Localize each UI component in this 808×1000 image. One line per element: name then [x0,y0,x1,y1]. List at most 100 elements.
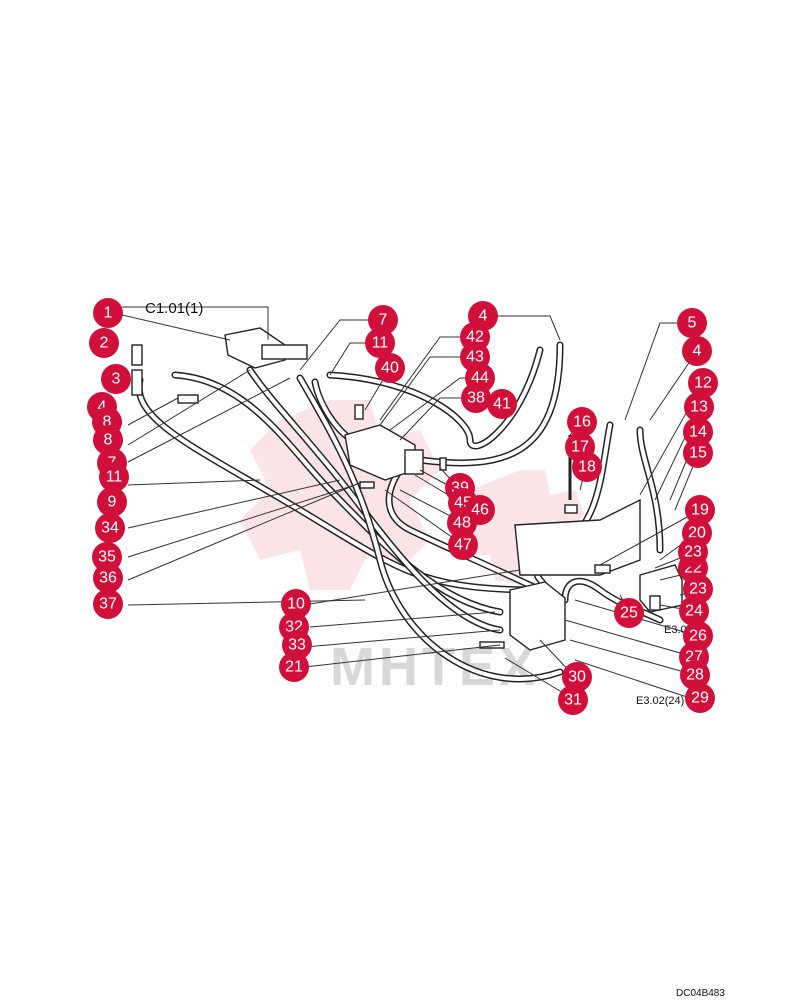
callout-5[interactable]: 5 [677,308,707,338]
callout-12[interactable]: 12 [688,368,718,398]
callout-11[interactable]: 11 [99,462,129,492]
callout-9[interactable]: 9 [97,487,127,517]
ref-e3-a: E3.0 [664,624,687,636]
callout-30[interactable]: 30 [562,662,592,692]
svg-text:44: 44 [471,370,489,387]
svg-text:11: 11 [372,335,389,352]
svg-text:3: 3 [112,371,121,388]
callout-7-top[interactable]: 7 [368,305,398,335]
center-bolt-top [354,404,364,420]
svg-text:19: 19 [691,502,709,519]
callouts: 1 2 3 4 8 8 7 11 9 34 35 36 37 7 11 40 4… [87,298,718,715]
callout-23[interactable]: 23 [678,537,708,567]
svg-text:40: 40 [381,360,399,377]
svg-text:12: 12 [694,375,712,392]
callout-16[interactable]: 16 [567,407,597,437]
svg-text:23: 23 [689,581,707,598]
center-bolt-lower [359,481,375,489]
svg-text:30: 30 [568,669,586,686]
svg-text:17: 17 [571,439,589,456]
callout-24[interactable]: 24 [679,596,709,626]
svg-text:7: 7 [379,312,388,329]
top-valve-manifold [261,344,308,360]
svg-text:15: 15 [689,445,707,462]
svg-text:34: 34 [101,520,119,537]
callout-36[interactable]: 36 [93,563,123,593]
callout-4-right[interactable]: 4 [682,336,712,366]
callout-48[interactable]: 48 [447,508,477,538]
callout-11-top[interactable]: 11 [365,328,395,358]
callout-28[interactable]: 28 [680,660,710,690]
svg-text:36: 36 [99,570,117,587]
callout-41[interactable]: 41 [487,389,517,419]
callout-40[interactable]: 40 [375,353,405,383]
left-fitting-lower [131,369,143,396]
callout-2[interactable]: 2 [89,328,119,358]
svg-text:47: 47 [454,537,472,554]
right-bolt [594,564,611,574]
callout-33[interactable]: 33 [282,630,312,660]
ref-e3-b: E3.02(24) [636,695,684,707]
ref-c101: C1.01(1) [145,300,203,317]
callout-10[interactable]: 10 [281,589,311,619]
svg-text:31: 31 [564,692,582,709]
svg-text:33: 33 [288,637,306,654]
svg-text:13: 13 [690,399,708,416]
svg-text:25: 25 [620,605,638,622]
callout-21[interactable]: 21 [279,652,309,682]
svg-text:1: 1 [104,305,113,322]
svg-text:23: 23 [684,544,702,561]
svg-text:18: 18 [578,459,596,476]
svg-text:11: 11 [106,469,123,486]
callout-34[interactable]: 34 [95,513,125,543]
svg-text:4: 4 [98,399,107,416]
callout-19[interactable]: 19 [685,495,715,525]
center-small-fitting [439,457,447,471]
callout-13[interactable]: 13 [684,392,714,422]
center-valve-cap [404,449,424,475]
svg-text:14: 14 [689,424,707,441]
drawing-code: DC04B483 [676,988,725,999]
callout-25[interactable]: 25 [614,598,644,628]
callout-1[interactable]: 1 [93,298,123,328]
svg-text:10: 10 [287,596,305,613]
svg-text:37: 37 [99,596,117,613]
left-fitting-top [131,344,143,366]
svg-text:46: 46 [471,502,489,519]
svg-text:26: 26 [689,628,707,645]
svg-text:4: 4 [479,308,488,325]
svg-text:41: 41 [493,396,511,413]
callout-31[interactable]: 31 [558,685,588,715]
callout-14[interactable]: 14 [683,417,713,447]
svg-text:21: 21 [285,659,303,676]
distributor-block [509,581,566,651]
right-sensor [649,595,661,611]
svg-text:35: 35 [98,549,116,566]
bottom-bolt [479,641,505,649]
callout-8b[interactable]: 8 [93,425,123,455]
svg-text:8: 8 [104,432,113,449]
svg-text:28: 28 [686,667,704,684]
svg-text:16: 16 [573,414,591,431]
svg-text:5: 5 [688,315,697,332]
mounting-bracket [514,498,641,576]
svg-text:8: 8 [103,414,112,431]
svg-text:48: 48 [453,515,471,532]
callout-37[interactable]: 37 [93,589,123,619]
callout-29[interactable]: 29 [685,683,715,713]
svg-text:4: 4 [693,343,702,360]
callout-3[interactable]: 3 [101,364,131,394]
svg-text:9: 9 [108,494,117,511]
callout-4-top[interactable]: 4 [468,301,498,331]
svg-text:38: 38 [467,390,485,407]
callout-15[interactable]: 15 [683,438,713,468]
callout-18[interactable]: 18 [572,452,602,482]
components [131,327,683,651]
callout-47[interactable]: 47 [448,530,478,560]
svg-text:2: 2 [100,335,109,352]
svg-text:29: 29 [691,690,709,707]
svg-text:43: 43 [466,349,484,366]
callout-38[interactable]: 38 [461,383,491,413]
left-elbow-fitting [177,394,199,404]
